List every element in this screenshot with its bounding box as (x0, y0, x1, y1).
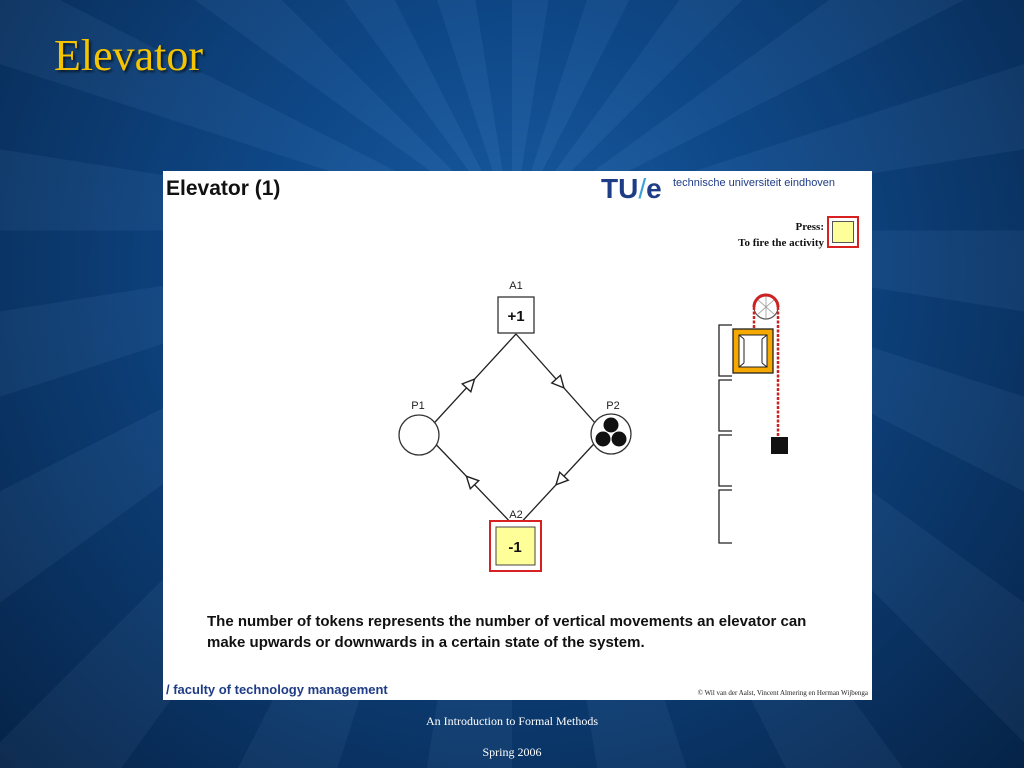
token (595, 431, 611, 447)
tue-logo-e: e (646, 173, 662, 204)
elevator-door-line (738, 362, 745, 368)
transition-a2-label: -1 (508, 539, 521, 556)
token (611, 431, 627, 447)
petri-net-diagram: A1 +1 P1 P2 A2 -1 (398, 280, 788, 572)
press-line-1: Press: (795, 221, 824, 233)
floor-bracket (718, 489, 732, 544)
tue-logo-tu: TU (601, 173, 639, 204)
counterweight (771, 437, 788, 454)
elevator-car-window (738, 334, 768, 368)
press-key-icon[interactable] (827, 216, 859, 248)
university-name: technische universiteit eindhoven (673, 177, 836, 189)
floor-bracket (718, 379, 732, 432)
elevator-door-line (761, 334, 768, 340)
slide-footer-date: Spring 2006 (482, 745, 542, 759)
transition-a2-name: A2 (509, 509, 522, 521)
transition-a1-name: A1 (509, 280, 522, 292)
place-p2-name: P2 (606, 400, 619, 412)
token (603, 417, 619, 433)
faculty-footer: / faculty of technology management (166, 682, 388, 697)
place-p1-name: P1 (411, 400, 424, 412)
panel-title: Elevator (1) (166, 177, 281, 200)
transition-a2[interactable] (495, 526, 536, 566)
elevator-door-line (738, 334, 745, 340)
transition-a1[interactable] (497, 296, 535, 334)
floor-bracket (718, 324, 732, 377)
tue-logo-slash: / (638, 173, 647, 204)
tue-logo: TU/e (601, 173, 662, 205)
press-instruction: Press: To fire the activity (738, 219, 824, 251)
description-text: The number of tokens represents the numb… (207, 613, 807, 651)
elevator-door-line (761, 362, 768, 368)
place-p1 (398, 414, 440, 456)
rope-top (752, 293, 780, 308)
slide-image-panel: Elevator (1) TU/e technische universitei… (163, 171, 872, 700)
copyright-text: © Wil van der Aalst, Vincent Almering en… (697, 689, 868, 697)
press-line-2: To fire the activity (738, 237, 824, 249)
slide-title: Elevator (54, 31, 204, 80)
floor-bracket (718, 434, 732, 487)
slide-footer-course: An Introduction to Formal Methods (426, 714, 598, 728)
press-key-inner (832, 221, 854, 243)
transition-a1-label: +1 (507, 308, 524, 325)
